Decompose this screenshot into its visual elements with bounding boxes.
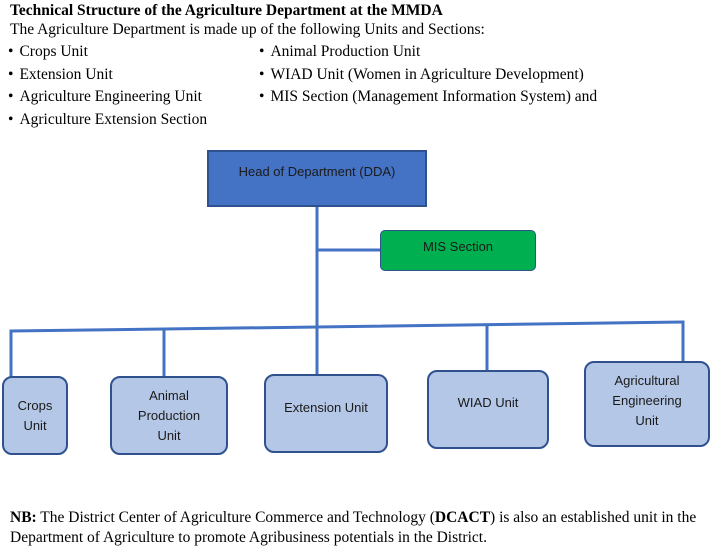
extension-unit-box: Extension Unit	[264, 374, 388, 453]
list-item: Animal Production Unit	[259, 41, 597, 64]
list-item: WIAD Unit (Women in Agriculture Developm…	[259, 64, 597, 87]
footnote-text-before: The District Center of Agriculture Comme…	[36, 509, 435, 526]
footnote: NB: The District Center of Agriculture C…	[10, 508, 710, 548]
footnote-label: NB:	[10, 509, 37, 526]
wiad-unit-label: WIAD Unit	[457, 394, 519, 410]
list-item: Extension Unit	[8, 64, 207, 87]
extension-unit-label: Extension Unit	[284, 399, 368, 415]
agricultural-engineering-unit-box: Agricultural Engineering Unit	[584, 361, 710, 447]
connector-bus-right	[315, 320, 685, 329]
units-list-right: Animal Production Unit WIAD Unit (Women …	[259, 41, 597, 109]
intro-text: The Agriculture Department is made up of…	[10, 21, 485, 38]
list-item: Agriculture Extension Section	[8, 109, 207, 132]
animal-production-unit-label: Animal Production Unit	[137, 387, 201, 443]
units-list-left: Crops Unit Extension Unit Agriculture En…	[8, 41, 207, 131]
agricultural-engineering-unit-label: Agricultural Engineering Unit	[612, 373, 682, 428]
crops-unit-box: Crops Unit	[2, 376, 68, 455]
list-item: Agriculture Engineering Unit	[8, 86, 207, 109]
mis-label: MIS Section	[422, 238, 494, 254]
head-label: Head of Department (DDA)	[238, 163, 396, 179]
list-item: Crops Unit	[8, 41, 207, 64]
mis-section-box: MIS Section	[380, 230, 536, 271]
wiad-unit-box: WIAD Unit	[427, 370, 549, 449]
animal-production-unit-box: Animal Production Unit	[110, 376, 228, 455]
footnote-text-after: ) is also an established unit in the Dep…	[10, 509, 697, 546]
footnote-acronym: DCACT	[434, 509, 491, 526]
list-item: MIS Section (Management Information Syst…	[259, 86, 597, 109]
crops-unit-label: Crops Unit	[17, 397, 53, 433]
head-of-department-box: Head of Department (DDA)	[207, 150, 427, 207]
page-title: Technical Structure of the Agriculture D…	[10, 2, 443, 19]
